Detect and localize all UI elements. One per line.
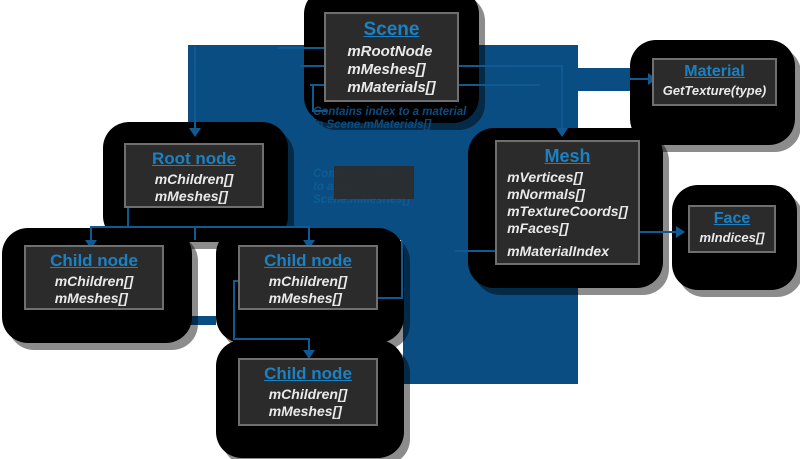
- conn-child2-meshes-v: [401, 240, 403, 298]
- conn-root-children-bus: [90, 226, 310, 228]
- root-node-fields: mChildren[] mMeshes[]: [155, 171, 234, 205]
- conn-scene-meshes-out: [432, 65, 562, 67]
- mesh-field-1: mNormals[]: [507, 186, 585, 203]
- conn-material-approach: [630, 78, 652, 80]
- scene-title: Scene: [363, 19, 420, 40]
- arrow-to-child2-icon: [303, 240, 315, 249]
- face-fields: mIndices[]: [699, 230, 764, 246]
- material-field-0: GetTexture(type): [662, 83, 767, 99]
- conn-scene-to-mesh-v: [561, 65, 563, 133]
- conn-scene-to-root-v: [194, 47, 196, 132]
- conn-to-child2-v: [308, 226, 310, 244]
- class-box-child-node-1[interactable]: Child node mChildren[] mMeshes[]: [24, 245, 164, 310]
- mesh-field-2: mTextureCoords[]: [507, 203, 628, 220]
- mesh-title: Mesh: [544, 146, 591, 166]
- blue-backdrop-nub-a: [186, 316, 216, 325]
- conn-rootnode-h: [278, 47, 338, 49]
- child-node-3-fields: mChildren[] mMeshes[]: [269, 386, 348, 420]
- conn-to-child1-v: [90, 226, 92, 244]
- mesh-field-4: mMaterialIndex: [507, 243, 610, 260]
- conn-mesh-materialindex: [455, 250, 515, 252]
- child-node-3-field-1: mMeshes[]: [268, 403, 342, 420]
- conn-meshes-in-v: [300, 65, 302, 67]
- mesh-field-3: mFaces[]: [507, 220, 569, 237]
- conn-to-child3-v: [308, 338, 310, 352]
- root-node-title: Root node: [151, 149, 237, 168]
- conn-matnote-v: [312, 84, 314, 110]
- child-node-2-field-0: mChildren[]: [268, 273, 348, 289]
- child-node-3-title: Child node: [264, 364, 352, 383]
- arrow-to-child1-icon: [85, 240, 97, 249]
- child-node-2-field-1: mMeshes[]: [268, 290, 342, 307]
- child-node-1-field-0: mChildren[]: [54, 273, 134, 289]
- root-node-field-0: mChildren[]: [154, 171, 234, 187]
- class-box-scene[interactable]: Scene mRootNode mMeshes[] mMaterials[]: [324, 12, 459, 102]
- mesh-fields: mVertices[] mNormals[] mTextureCoords[] …: [507, 169, 628, 260]
- arrow-to-face-icon: [676, 226, 685, 238]
- child-node-2-fields: mChildren[] mMeshes[]: [269, 273, 348, 307]
- face-field-0: mIndices[]: [699, 230, 765, 246]
- arrow-to-root-icon: [189, 128, 201, 137]
- root-node-field-1: mMeshes[]: [154, 188, 228, 205]
- conn-matnote-h: [312, 110, 328, 112]
- scene-field-2: mMaterials[]: [347, 79, 436, 97]
- class-box-root-node[interactable]: Root node mChildren[] mMeshes[]: [124, 143, 264, 208]
- scene-field-1: mMeshes[]: [347, 61, 426, 79]
- conn-scene-materials-out: [440, 84, 540, 86]
- arrow-to-child3-icon: [303, 350, 315, 359]
- class-box-child-node-2[interactable]: Child node mChildren[] mMeshes[]: [238, 245, 378, 310]
- class-box-face[interactable]: Face mIndices[]: [688, 205, 776, 253]
- face-title: Face: [713, 210, 751, 227]
- blue-backdrop-tab-right: [578, 68, 646, 91]
- conn-child2-bus: [233, 338, 308, 340]
- conn-root-meshes-v: [194, 226, 196, 240]
- child-node-1-fields: mChildren[] mMeshes[]: [55, 273, 134, 307]
- conn-meshes-in-h: [300, 65, 338, 67]
- mesh-field-0: mVertices[]: [507, 169, 583, 185]
- arrow-to-mesh-icon: [556, 128, 568, 137]
- child-node-1-field-1: mMeshes[]: [54, 290, 128, 307]
- class-box-mesh[interactable]: Mesh mVertices[] mNormals[] mTextureCoor…: [495, 140, 640, 265]
- conn-child2-children-v: [233, 280, 235, 340]
- material-fields: GetTexture(type): [663, 83, 767, 99]
- note-mesh-index-occluder: [334, 166, 414, 199]
- note-material-index: Contains index to a material in Scene.mM…: [313, 106, 467, 131]
- material-title: Material: [684, 63, 745, 80]
- child-node-2-title: Child node: [264, 251, 352, 270]
- class-box-child-node-3[interactable]: Child node mChildren[] mMeshes[]: [238, 358, 378, 426]
- scene-field-0: mRootNode: [347, 42, 433, 60]
- child-node-3-field-0: mChildren[]: [268, 386, 348, 402]
- class-box-material[interactable]: Material GetTexture(type): [652, 58, 777, 106]
- scene-fields: mRootNode mMeshes[] mMaterials[]: [347, 43, 435, 98]
- child-node-1-title: Child node: [50, 251, 138, 270]
